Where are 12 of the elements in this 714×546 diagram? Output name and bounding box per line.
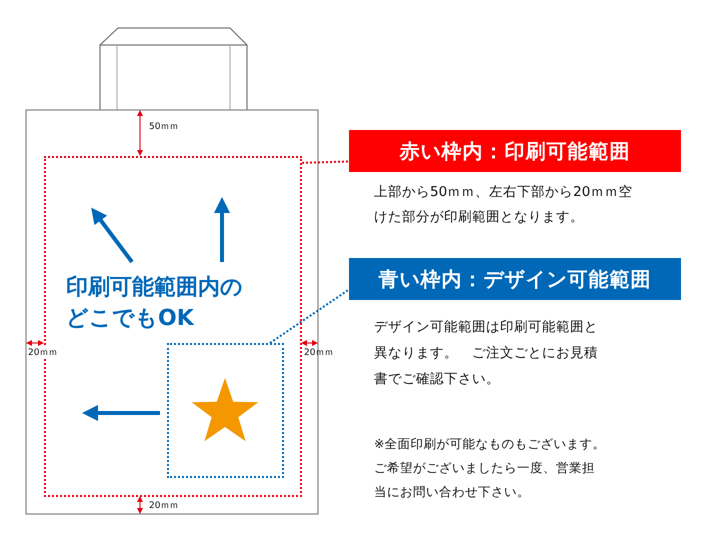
leader-line <box>302 160 350 164</box>
dimension-label: 20ｍｍ <box>149 500 180 512</box>
heading-banner: 青い枠内：デザイン可能範囲 <box>349 258 681 300</box>
callout-text: 印刷可能範囲内のどこでもOK <box>66 274 244 333</box>
heading-banner: 赤い枠内：印刷可能範囲 <box>349 130 681 172</box>
description-text: 上部から50ｍｍ、左右下部から20ｍｍ空けた部分が印刷範囲となります。 <box>374 183 634 227</box>
design-area-frame <box>167 343 284 478</box>
note-text: ※全面印刷が可能なものもございます。ご希望がございましたら一度、営業担当にお問い合わせ下さい。 <box>374 435 606 501</box>
leader-line <box>269 288 350 344</box>
description-text: デザイン可能範囲は印刷可能範囲と異なります。 ご注文ごとにお見積書でご確認下さい。 <box>374 318 599 389</box>
dimension-label: 20ｍｍ <box>28 347 58 359</box>
dimension-label: 50ｍｍ <box>149 121 180 133</box>
